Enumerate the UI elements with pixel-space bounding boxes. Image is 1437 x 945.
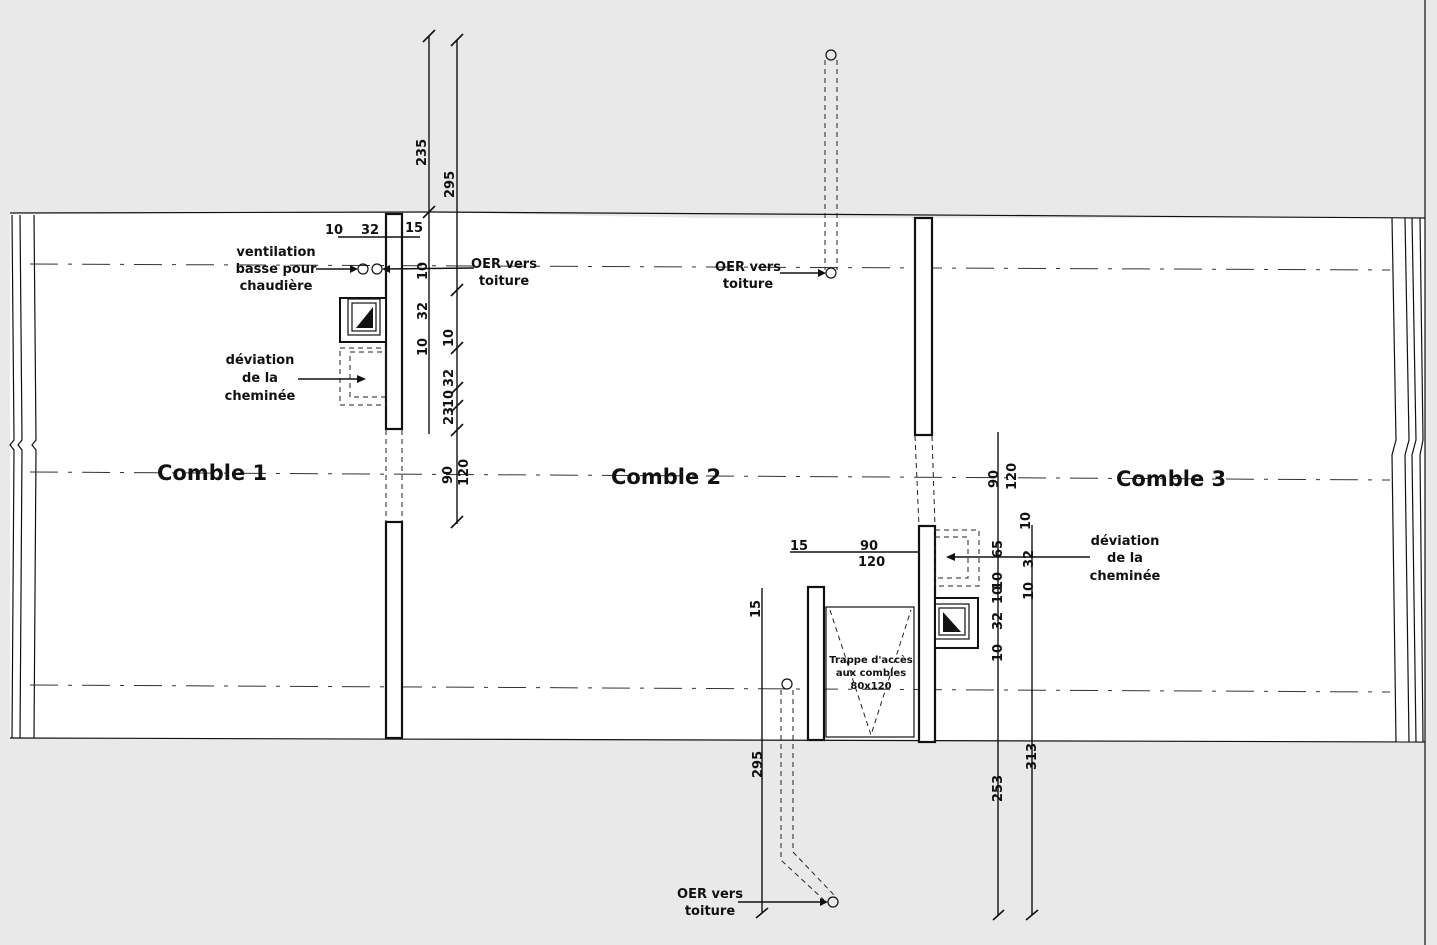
wall-2-upper <box>913 216 934 437</box>
svg-text:32: 32 <box>1022 550 1037 568</box>
oer-note-2: OER vers toiture <box>715 260 781 292</box>
svg-text:10: 10 <box>1019 512 1034 530</box>
axis-line-middle <box>29 471 1391 481</box>
svg-text:120: 120 <box>1005 463 1020 490</box>
axis-line-lower <box>29 684 1391 693</box>
svg-text:32: 32 <box>416 302 431 320</box>
svg-text:15: 15 <box>405 221 423 236</box>
svg-text:OER vers: OER vers <box>677 887 743 902</box>
wall-1-lower <box>384 520 404 740</box>
band-top-edge-left <box>9 211 431 214</box>
svg-text:OER vers: OER vers <box>715 260 781 275</box>
room-label-comble-2: Comble 2 <box>611 465 721 489</box>
svg-text:32: 32 <box>991 612 1006 630</box>
svg-text:295: 295 <box>751 751 766 778</box>
wall-1-upper <box>384 212 404 431</box>
left-gable-wall <box>9 214 37 739</box>
room-label-comble-1: Comble 1 <box>157 461 267 485</box>
svg-text:ventilation: ventilation <box>236 245 315 260</box>
svg-text:déviation: déviation <box>226 353 295 368</box>
wall-2-opening-left <box>914 435 920 527</box>
svg-text:toiture: toiture <box>723 277 773 292</box>
svg-text:de la: de la <box>242 371 278 386</box>
axis-line-upper <box>29 263 1391 271</box>
trap-door-note: Trappe d'accès aux combles 80x120 <box>829 654 913 692</box>
svg-text:235: 235 <box>415 139 430 166</box>
wall-2-lower <box>917 524 937 744</box>
wall-2-opening-right <box>931 435 936 527</box>
attic-band <box>10 212 1425 742</box>
svg-text:toiture: toiture <box>685 904 735 919</box>
svg-text:Trappe d'accès: Trappe d'accès <box>829 654 913 666</box>
svg-text:OER vers: OER vers <box>471 257 537 272</box>
svg-text:15: 15 <box>790 539 808 554</box>
svg-text:basse pour: basse pour <box>236 262 317 277</box>
svg-text:32: 32 <box>442 369 457 387</box>
svg-text:de la: de la <box>1107 551 1143 566</box>
svg-text:90: 90 <box>987 470 1002 488</box>
room-label-comble-3: Comble 3 <box>1116 467 1226 491</box>
svg-text:120: 120 <box>858 555 885 570</box>
svg-text:80x120: 80x120 <box>850 681 891 692</box>
deviation-note-2: déviation de la cheminée <box>1090 534 1161 584</box>
right-gable-wall <box>1391 217 1424 743</box>
svg-text:10: 10 <box>442 329 457 347</box>
svg-text:10: 10 <box>991 572 1006 590</box>
svg-text:aux combles: aux combles <box>836 668 906 679</box>
svg-text:10: 10 <box>416 262 431 280</box>
svg-text:toiture: toiture <box>479 274 529 289</box>
ventilation-note: ventilation basse pour chaudière <box>236 245 317 294</box>
svg-text:10: 10 <box>991 586 1006 604</box>
svg-text:déviation: déviation <box>1091 534 1160 549</box>
attic-trap-door <box>806 585 915 742</box>
oer-note-3: OER vers toiture <box>677 887 743 919</box>
dimension-lines <box>338 29 1039 921</box>
band-top-edge-right <box>429 211 1426 219</box>
svg-text:10: 10 <box>442 390 457 408</box>
svg-text:90: 90 <box>441 466 456 484</box>
svg-text:cheminée: cheminée <box>1090 569 1161 584</box>
svg-text:chaudière: chaudière <box>240 279 313 294</box>
chimney-1 <box>339 297 387 406</box>
svg-text:253: 253 <box>991 775 1006 802</box>
svg-text:295: 295 <box>443 171 458 198</box>
band-bottom-edge <box>9 737 1426 743</box>
svg-text:90: 90 <box>860 539 878 554</box>
svg-text:10: 10 <box>1022 582 1037 600</box>
oer-note-1: OER vers toiture <box>471 257 537 289</box>
svg-text:10: 10 <box>325 223 343 238</box>
deviation-note-1: déviation de la cheminée <box>225 353 296 404</box>
chimney-2 <box>934 529 980 649</box>
svg-text:32: 32 <box>361 223 379 238</box>
svg-text:10: 10 <box>991 644 1006 662</box>
svg-text:65: 65 <box>991 540 1006 558</box>
svg-text:313: 313 <box>1025 743 1040 770</box>
dimension-labels: 235 295 10 32 15 10 32 10 10 32 23 10 90… <box>325 139 1040 802</box>
svg-text:23: 23 <box>442 407 457 425</box>
svg-text:10: 10 <box>416 338 431 356</box>
svg-text:120: 120 <box>457 459 472 486</box>
svg-text:15: 15 <box>749 600 764 618</box>
svg-text:cheminée: cheminée <box>225 389 296 404</box>
